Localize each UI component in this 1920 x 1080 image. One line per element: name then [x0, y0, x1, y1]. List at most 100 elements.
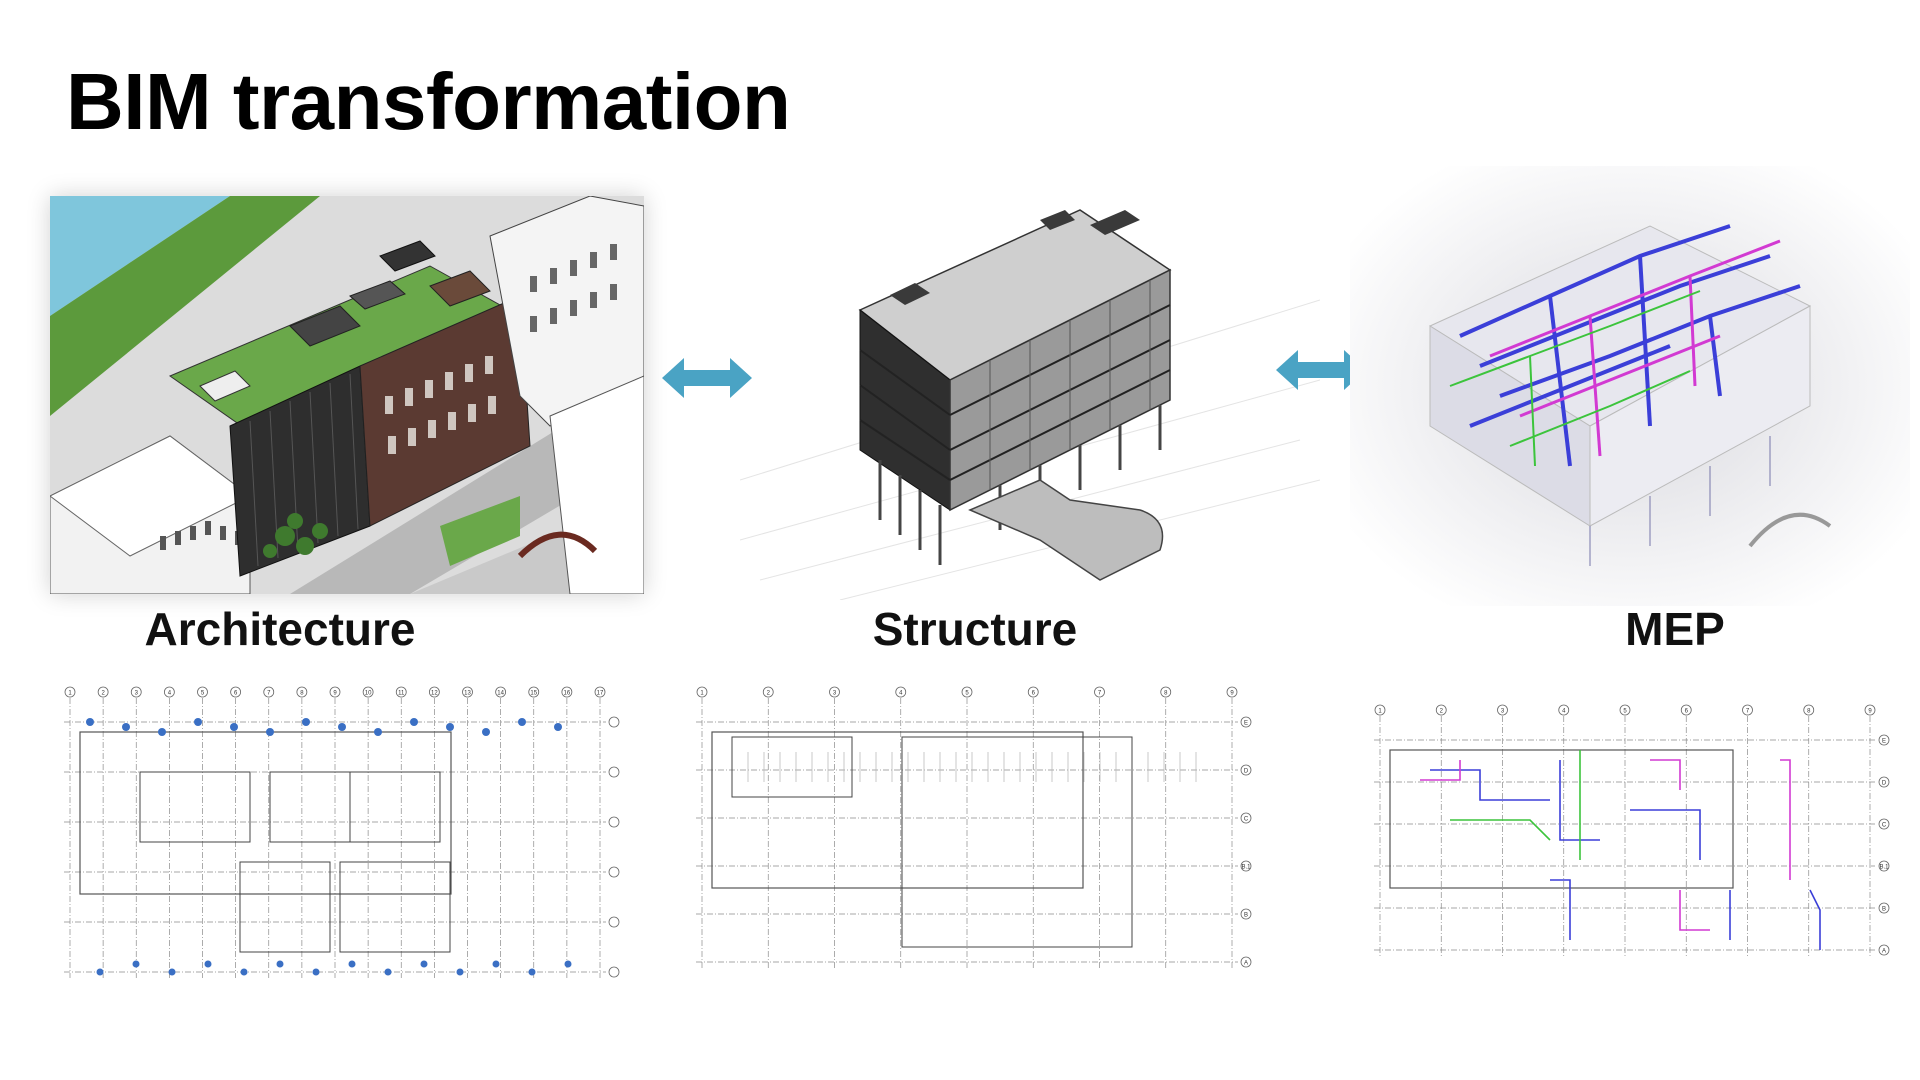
section-tag-icon: [492, 960, 500, 968]
grid-column-bubble: 5: [961, 686, 973, 698]
svg-text:7: 7: [267, 691, 271, 697]
grid-column-bubble: 10: [362, 686, 374, 698]
grid-column-bubble: 5: [197, 686, 208, 698]
svg-text:C: C: [1244, 817, 1249, 823]
svg-text:C: C: [1882, 823, 1887, 829]
pipe-run: [1650, 759, 1681, 790]
grid-column-bubble: 7: [263, 686, 275, 698]
grid-row-bubble: C: [1240, 812, 1252, 824]
svg-text:E: E: [1244, 721, 1248, 727]
svg-text:14: 14: [497, 691, 504, 697]
pipe-run: [1450, 819, 1551, 841]
grid-column-bubble: 1: [64, 686, 76, 698]
grid-column-bubble: 8: [1160, 686, 1172, 698]
pipe-run: [1420, 760, 1461, 781]
grid-row-bubble: A: [1240, 956, 1252, 968]
svg-text:4: 4: [1562, 709, 1566, 715]
grid-column-bubble: 1: [1374, 704, 1386, 716]
pipe-run: [1780, 759, 1791, 880]
section-tag-icon: [384, 968, 392, 976]
svg-text:8: 8: [1807, 709, 1811, 715]
svg-text:2: 2: [1440, 709, 1444, 715]
grid-column-bubble: 9: [1226, 686, 1238, 698]
mep-label: MEP: [1625, 603, 1725, 655]
mep-3d-model: [1350, 166, 1910, 606]
grid-row-bubble: B: [1240, 908, 1252, 920]
room-outline: [349, 771, 441, 843]
svg-text:1: 1: [700, 691, 704, 697]
grid-column-bubble: 6: [1027, 686, 1039, 698]
section-tag-icon: [338, 723, 346, 731]
grid-column-bubble: 9: [1864, 704, 1876, 716]
svg-text:9: 9: [333, 691, 337, 697]
grid-column-bubble: 12: [428, 686, 440, 698]
section-tag-icon: [158, 728, 166, 736]
building-outline: [79, 731, 452, 895]
pipe-run: [1430, 769, 1550, 801]
svg-text:2: 2: [767, 691, 771, 697]
grid-column-bubble: 17: [594, 686, 606, 698]
svg-text:B: B: [1244, 913, 1248, 919]
section-tag-icon: [554, 723, 562, 731]
grid-column-bubble: 3: [130, 686, 142, 698]
architecture-3d-model: [50, 196, 644, 594]
svg-text:7: 7: [1746, 709, 1750, 715]
grid-column-bubble: 4: [163, 686, 175, 698]
section-tag-icon: [302, 718, 310, 726]
grid-column-bubble: 2: [97, 686, 109, 698]
grid-column-bubble: 14: [495, 686, 507, 698]
section-tag-icon: [564, 960, 572, 968]
grid-column-bubble: 16: [561, 686, 573, 698]
section-tag-icon: [456, 968, 464, 976]
grid-row-bubble: [608, 816, 620, 828]
grid-row-bubble: D: [1240, 764, 1252, 776]
building-outline: [1389, 749, 1734, 889]
section-tag-icon: [420, 960, 428, 968]
svg-text:11: 11: [398, 691, 405, 697]
svg-text:4: 4: [168, 691, 172, 697]
svg-text:8: 8: [1164, 691, 1168, 697]
grid-row-bubble: [608, 866, 620, 878]
svg-text:3: 3: [1501, 709, 1505, 715]
svg-text:1: 1: [68, 691, 72, 697]
section-tag-icon: [348, 960, 356, 968]
svg-text:A: A: [1244, 961, 1248, 967]
svg-text:E: E: [1882, 739, 1886, 745]
section-tag-icon: [518, 718, 526, 726]
svg-text:1: 1: [1378, 709, 1382, 715]
svg-text:5: 5: [965, 691, 969, 697]
grid-column-bubble: 4: [1558, 704, 1570, 716]
section-tag-icon: [410, 718, 418, 726]
room-outline: [339, 861, 451, 953]
svg-text:7: 7: [1098, 691, 1102, 697]
section-tag-icon: [122, 723, 130, 731]
grid-row-bubble: C: [1878, 818, 1890, 830]
svg-text:6: 6: [1032, 691, 1036, 697]
section-tag-icon: [266, 728, 274, 736]
bidirectional-arrow-icon: [662, 356, 752, 400]
grid-column-bubble: 2: [1435, 704, 1447, 716]
grid-row-bubble: A: [1878, 944, 1890, 956]
svg-text:B.1: B.1: [1241, 865, 1251, 871]
grid-row-bubble: [608, 716, 620, 728]
pipe-run: [1679, 890, 1710, 931]
grid-row-bubble: [608, 966, 620, 978]
grid-column-bubble: 11: [395, 686, 407, 698]
grid-column-bubble: 7: [1094, 686, 1105, 698]
grid-column-bubble: 5: [1619, 704, 1631, 716]
section-tag-icon: [168, 968, 176, 976]
grid-column-bubble: 2: [762, 686, 774, 698]
pipe-run: [1630, 809, 1701, 860]
grid-row-bubble: [608, 766, 620, 778]
building-outline: [711, 731, 1084, 889]
slab-outline: [901, 736, 1133, 948]
svg-text:16: 16: [564, 691, 571, 697]
section-tag-icon: [194, 718, 202, 726]
section-tag-icon: [528, 968, 536, 976]
svg-text:B: B: [1882, 907, 1886, 913]
svg-text:6: 6: [234, 691, 238, 697]
grid-row-bubble: B.1: [1878, 860, 1890, 872]
section-tag-icon: [96, 968, 104, 976]
